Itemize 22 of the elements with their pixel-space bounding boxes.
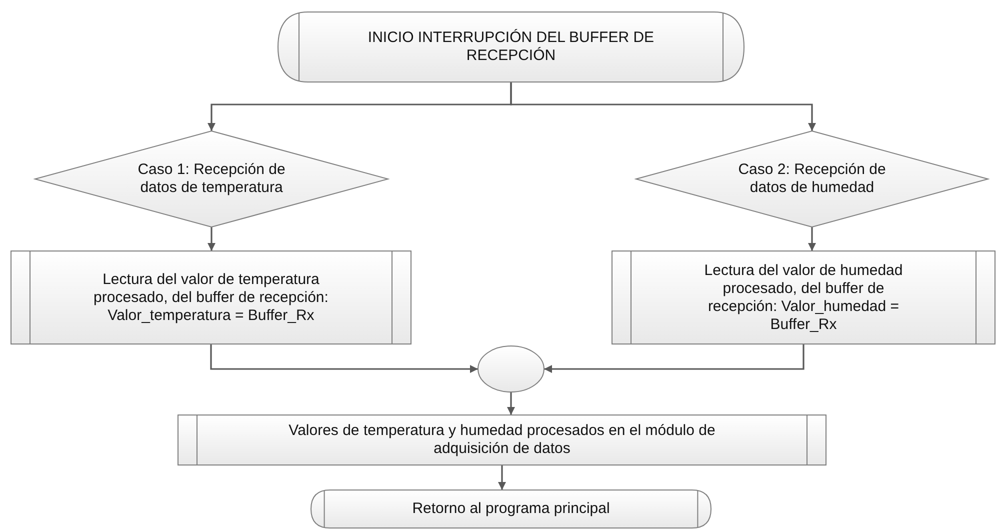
terminal-shape <box>311 490 711 528</box>
node-text: INICIO INTERRUPCIÓN DEL BUFFER DE RECEPCIÓN <box>366 29 656 65</box>
node-text: Caso 1: Recepción de datos de temperatura <box>136 161 286 197</box>
arrow <box>210 344 478 373</box>
terminal-shape <box>278 12 744 82</box>
arrow <box>544 344 804 373</box>
node-text: Retorno al programa principal <box>412 500 610 518</box>
arrow <box>498 465 506 490</box>
node-text: Lectura del valor de temperatura procesado, del buffer de recepción: Valor_temperatura = Buffer_Rx <box>92 270 330 324</box>
subprocess-box <box>612 251 995 344</box>
arrow <box>510 82 816 131</box>
node-text: Valores de temperatura y humedad procesados en el módulo de adquisición de datos <box>288 422 716 458</box>
arrow <box>808 227 816 251</box>
decision-diamond <box>636 131 988 227</box>
node-text: Caso 2: Recepción de datos de humedad <box>737 161 887 197</box>
arrow <box>507 392 515 415</box>
subprocess-box <box>178 415 826 465</box>
connector-circle <box>478 346 544 392</box>
node-text: Lectura del valor de humedad procesado, del buffer de recepción: Valor_humedad = Buffer_Rx <box>703 262 904 334</box>
decision-diamond <box>35 131 388 227</box>
subprocess-box <box>11 251 411 344</box>
arrow <box>208 227 216 251</box>
